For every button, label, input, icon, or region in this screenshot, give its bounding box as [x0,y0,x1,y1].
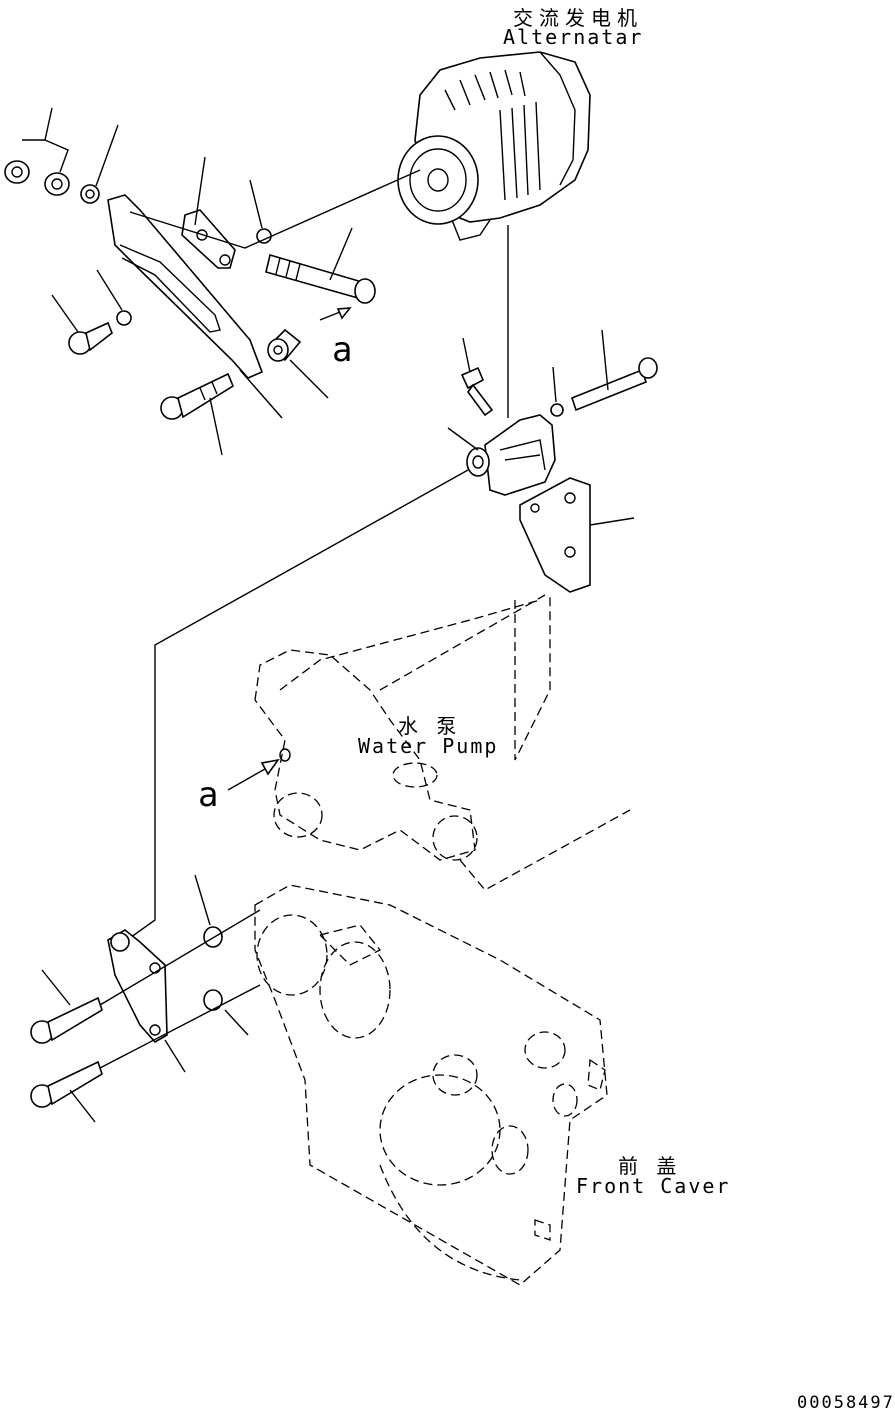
front-cover-label-en: Front Caver [576,1174,731,1198]
leader-lines-right [120,225,634,945]
pivot-bolt [161,374,233,419]
lower-bolts [31,998,102,1107]
front-cover-label-cn: 前 盖 [618,1154,683,1178]
water-pump [255,595,630,890]
nuts-and-washers [5,161,99,203]
view-marker-lower: a [198,775,219,815]
drawing-number: 00058497 [797,1393,895,1413]
lower-spacers [204,927,222,1010]
leader-lines-lower [42,875,260,1122]
front-cover [255,885,607,1285]
washer [257,229,271,243]
long-bolt [266,255,375,303]
alternator-label-cn: 交流发电机 [513,6,643,30]
lower-bracket [108,930,167,1042]
alternator-label-en: Alternatar [503,25,644,49]
upper-right-bolts [462,358,657,416]
washer-small [117,311,131,325]
alternator-mount-bracket [467,415,555,495]
spacer-sleeve [268,330,300,361]
leader-lines-upper [22,108,420,455]
flange-bolt [69,323,112,354]
spacer-plate [182,210,235,268]
view-marker-upper: a [332,330,353,370]
alternator [398,52,590,240]
bracket-stay [520,478,590,592]
water-pump-label-en: Water Pump [358,734,499,758]
adjust-bracket [108,195,262,378]
water-pump-label-cn: 水 泵 [398,714,463,738]
view-arrow-lower [228,749,290,790]
